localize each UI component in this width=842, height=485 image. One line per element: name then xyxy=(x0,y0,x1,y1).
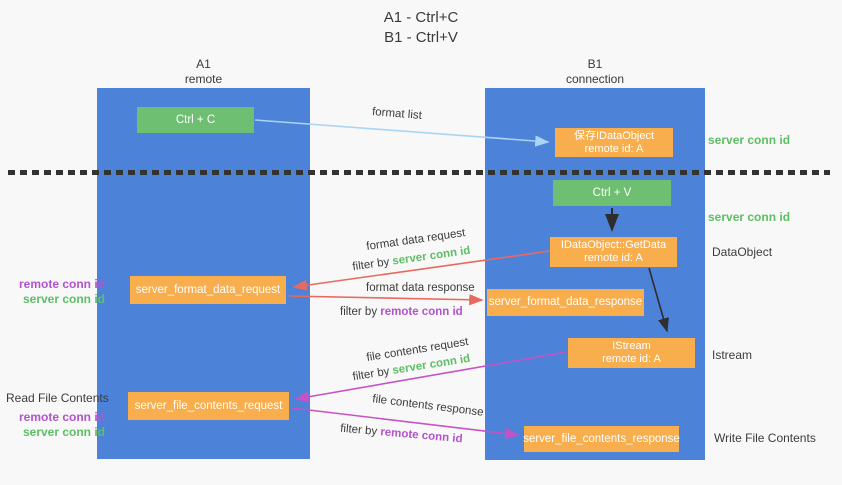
arrow-format-data-response xyxy=(288,294,484,306)
lane-b1-name: B1 xyxy=(587,57,603,71)
label-remote-conn-id-left-1: remote conn id xyxy=(18,277,105,291)
label-server-conn-id-left-2: server conn id xyxy=(22,425,105,439)
node-file-request-label: server_file_contents_request xyxy=(134,399,283,412)
conn-id-pair-file: remote conn id server conn id xyxy=(0,410,105,440)
node-istream: IStream remote id: A xyxy=(568,338,695,368)
node-ctrl-v: Ctrl + V xyxy=(553,180,671,206)
filter-prefix: filter by xyxy=(351,255,394,274)
node-file-response-label: server_file_contents_response xyxy=(523,432,680,445)
filter-prefix: filter by xyxy=(351,365,394,384)
node-server-file-contents-request: server_file_contents_request xyxy=(128,392,289,420)
filter-prefix: filter by xyxy=(339,422,381,439)
node-server-format-data-response: server_format_data_response xyxy=(487,289,644,316)
node-save-idataobject-line2: remote id: A xyxy=(584,142,644,155)
label-dataobject: DataObject xyxy=(712,245,773,259)
label-filter-by-remote-conn-id-1: filter by remote conn id xyxy=(340,306,463,318)
lane-a1-name: A1 xyxy=(196,57,211,71)
conn-id-pair-format: remote conn id server conn id xyxy=(0,277,105,307)
lane-b1-sub: connection xyxy=(565,72,625,86)
label-filter-by-remote-conn-id-2: filter by remote conn id xyxy=(340,423,463,446)
label-write-file-contents: Write File Contents xyxy=(714,431,816,445)
node-getdata-line1: IDataObject::GetData xyxy=(560,239,667,251)
label-server-conn-id-left-1: server conn id xyxy=(22,292,105,306)
diagram-title: A1 - Ctrl+C B1 - Ctrl+V xyxy=(0,8,842,48)
node-istream-line1: IStream xyxy=(612,340,651,352)
label-server-conn-id-right: server conn id xyxy=(708,210,791,224)
node-format-request-label: server_format_data_request xyxy=(135,283,281,296)
node-format-response-label: server_format_data_response xyxy=(488,296,643,308)
label-server-conn-id-top-right: server conn id xyxy=(708,133,791,147)
node-idataobject-getdata: IDataObject::GetData remote id: A xyxy=(550,237,677,267)
lane-a1-sub: remote xyxy=(184,72,223,86)
lane-header-a1: A1 remote xyxy=(97,57,310,87)
title-line-1: A1 - Ctrl+C xyxy=(383,9,459,26)
dotted-separator-line xyxy=(8,170,830,175)
remote-conn-id-text: remote conn id xyxy=(380,306,463,318)
label-istream: Istream xyxy=(712,348,753,362)
node-ctrl-c-label: Ctrl + C xyxy=(175,113,216,126)
server-conn-id-text: server conn id xyxy=(391,244,472,268)
remote-conn-id-text: remote conn id xyxy=(379,426,463,446)
title-line-2: B1 - Ctrl+V xyxy=(384,29,458,46)
node-server-file-contents-response: server_file_contents_response xyxy=(523,426,680,452)
label-file-contents-response: file contents response xyxy=(371,393,485,419)
node-istream-line2: remote id: A xyxy=(602,353,661,365)
lane-header-b1: B1 connection xyxy=(485,57,705,87)
filter-prefix: filter by xyxy=(340,306,381,318)
node-getdata-line2: remote id: A xyxy=(584,252,643,264)
node-ctrl-v-label: Ctrl + V xyxy=(592,186,632,199)
label-format-data-response: format data response xyxy=(366,282,475,294)
node-save-idataobject: 保存IDataObject remote id: A xyxy=(555,128,673,157)
node-server-format-data-request: server_format_data_request xyxy=(130,276,286,304)
label-remote-conn-id-left-2: remote conn id xyxy=(18,410,105,424)
label-format-list: format list xyxy=(371,106,423,122)
node-save-idataobject-line1: 保存IDataObject xyxy=(573,129,655,142)
label-read-file-contents: Read File Contents xyxy=(6,391,109,405)
node-ctrl-c: Ctrl + C xyxy=(137,107,254,133)
